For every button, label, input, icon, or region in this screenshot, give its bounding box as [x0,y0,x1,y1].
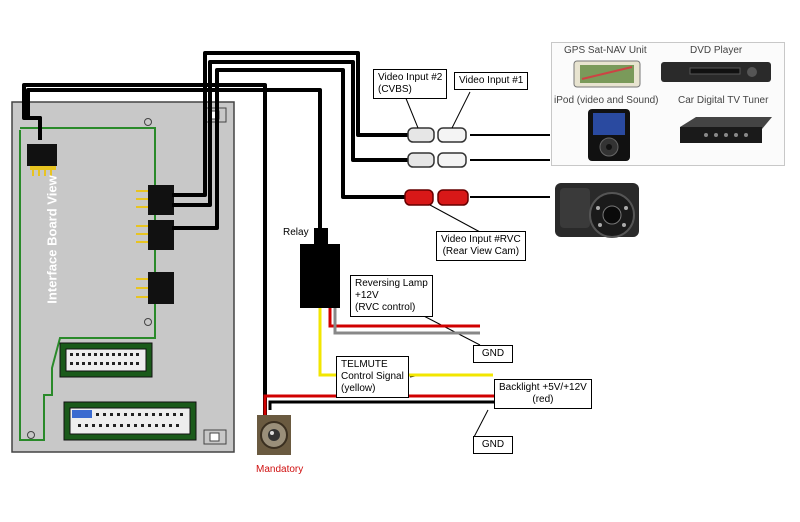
board-title: Interface Board View [44,175,60,304]
top-left-connector [27,144,57,176]
label-backlight-line1: Backlight +5V/+12V [499,382,587,393]
rear-view-camera [555,183,639,238]
label-backlight: Backlight +5V/+12V (red) [494,379,592,409]
label-video-input-rvc-line1: Video Input #RVC [441,234,521,245]
mandatory-switch [257,415,291,455]
label-telmute-line2: Control Signal [341,371,404,382]
ribbon-connector-large [63,401,197,441]
relay-output-wires [318,308,493,377]
label-video-input-2-line2: (CVBS) [378,84,412,95]
gps-label: GPS Sat-NAV Unit [564,45,647,56]
label-video-input-1: Video Input #1 [454,72,529,90]
video-output-wires [470,134,550,198]
dvd-player-icon [661,62,771,82]
label-reversing-lamp-line2: +12V [355,290,379,301]
dvd-label: DVD Player [690,45,743,56]
header-connectors [136,185,174,304]
label-reversing-lamp-line1: Reversing Lamp [355,278,428,289]
tv-tuner-label: Car Digital TV Tuner [678,95,769,106]
label-relay: Relay [283,227,309,238]
rca-video-input-rvc [404,189,469,206]
rca-video-input-2 [407,127,467,143]
ribbon-connector-small [59,342,153,378]
label-leaders [404,91,489,438]
device-panel: GPS Sat-NAV Unit DVD Player iPod (video … [551,42,785,166]
tv-tuner-icon [680,117,772,143]
label-telmute: TELMUTE Control Signal (yellow) [336,356,409,398]
label-gnd-2: GND [473,436,513,454]
label-video-input-rvc-line2: (Rear View Cam) [442,246,520,257]
label-telmute-line1: TELMUTE [341,359,388,370]
label-video-input-1-line1: Video Input #1 [459,75,524,86]
label-backlight-line2: (red) [532,394,554,405]
harness-wires [22,51,410,420]
gps-device-icon [573,60,641,88]
relay-module [300,228,340,308]
label-mandatory: Mandatory [256,464,304,475]
ipod-label: iPod (video and Sound) [554,95,659,106]
label-telmute-line3: (yellow) [341,383,376,394]
ipod-icon [588,109,630,161]
label-reversing-lamp: Reversing Lamp +12V (RVC control) [350,275,433,317]
backlight-wires [263,394,500,420]
label-video-input-rvc: Video Input #RVC (Rear View Cam) [436,231,526,261]
label-reversing-lamp-line3: (RVC control) [355,302,416,313]
label-video-input-2-line1: Video Input #2 [378,72,443,83]
rca-video-input-1 [407,152,467,168]
label-gnd-1: GND [473,345,513,363]
label-video-input-2: Video Input #2 (CVBS) [373,69,448,99]
